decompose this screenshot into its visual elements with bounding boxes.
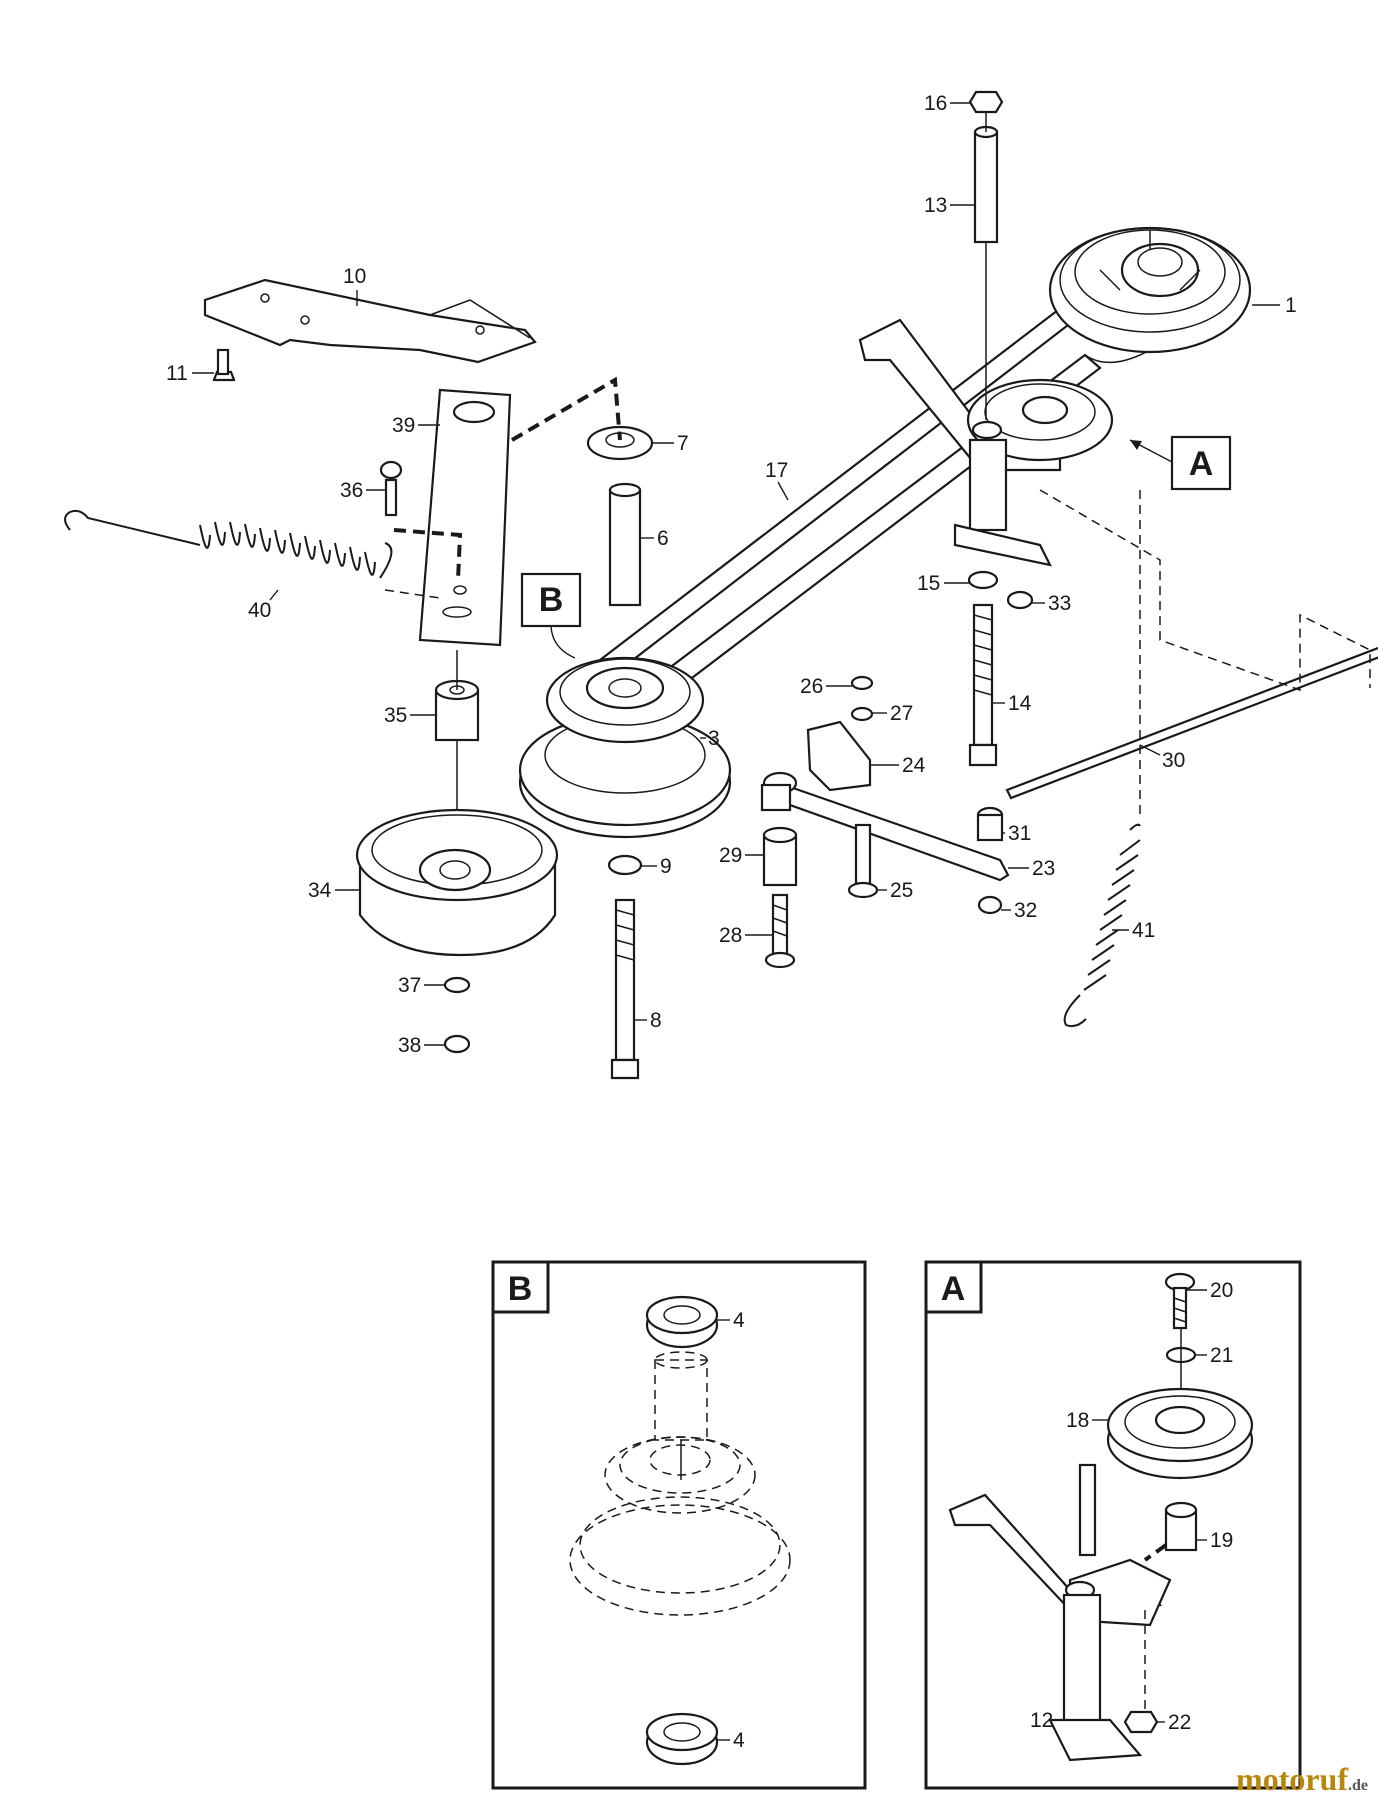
label-15: 15 <box>917 572 940 595</box>
label-24: 24 <box>902 754 926 777</box>
label-25: 25 <box>890 879 913 902</box>
drive-pulley <box>1048 226 1252 354</box>
svg-text:B: B <box>508 1270 533 1308</box>
label-33: 33 <box>1048 592 1071 615</box>
label-30: 30 <box>1162 749 1185 772</box>
label-20: 20 <box>1210 1279 1233 1302</box>
label-27: 27 <box>890 702 913 725</box>
label-11: 11 <box>166 362 188 385</box>
label-3: 3 <box>708 727 720 750</box>
main-pulley <box>518 656 732 1080</box>
label-1: 1 <box>1285 294 1297 317</box>
label-35: 35 <box>384 704 407 727</box>
detail-box-A: A <box>924 1260 1302 1790</box>
svg-text:A: A <box>1189 445 1214 483</box>
callout-box-A: A <box>1129 435 1232 491</box>
watermark-logo: motoruf.de <box>1236 1761 1368 1797</box>
label-37: 37 <box>398 974 421 997</box>
label-7: 7 <box>677 432 689 455</box>
label-40: 40 <box>248 599 271 622</box>
label-13: 13 <box>924 194 947 217</box>
label-32: 32 <box>1014 899 1037 922</box>
svg-text:B: B <box>539 581 564 619</box>
spring-40 <box>64 509 441 599</box>
label-31: 31 <box>1008 822 1031 845</box>
spacer-group <box>586 425 654 607</box>
callout-box-B: B <box>520 572 582 659</box>
lever-hardware <box>762 823 879 969</box>
bolt-14-group <box>967 570 1034 767</box>
bracket-10 <box>203 278 537 382</box>
label-21: 21 <box>1210 1344 1233 1367</box>
linkage-dash-path <box>1039 489 1371 692</box>
label-41: 41 <box>1132 919 1155 942</box>
lever-23 <box>760 675 1010 915</box>
label-4b: 4 <box>733 1729 745 1752</box>
part-labels: 1 3 4 4 6 7 8 9 10 11 12 13 14 15 16 17 <box>166 92 1297 1752</box>
label-17: 17 <box>765 459 788 482</box>
label-28: 28 <box>719 924 742 947</box>
spring-41 <box>1063 823 1141 1028</box>
label-22: 22 <box>1168 1711 1191 1734</box>
label-12: 12 <box>1030 1709 1053 1732</box>
idler-arm-39 <box>379 376 622 647</box>
label-29: 29 <box>719 844 742 867</box>
label-34: 34 <box>308 879 332 902</box>
label-18: 18 <box>1066 1409 1089 1432</box>
svg-text:A: A <box>941 1270 966 1308</box>
pivot-pin <box>968 90 1004 420</box>
label-36: 36 <box>340 479 363 502</box>
label-8: 8 <box>650 1009 662 1032</box>
label-38: 38 <box>398 1034 421 1057</box>
label-10: 10 <box>343 265 366 288</box>
label-26: 26 <box>800 675 823 698</box>
label-9: 9 <box>660 855 672 878</box>
label-4a: 4 <box>733 1309 745 1332</box>
label-23: 23 <box>1032 857 1055 880</box>
label-39: 39 <box>392 414 415 437</box>
detail-box-B: B <box>491 1260 867 1790</box>
idler-assembly <box>858 318 1114 567</box>
label-19: 19 <box>1210 1529 1233 1552</box>
label-14: 14 <box>1008 692 1032 715</box>
control-rod <box>1005 646 1378 800</box>
label-6: 6 <box>657 527 669 550</box>
idler-pulley-34 <box>355 650 559 1054</box>
label-16: 16 <box>924 92 947 115</box>
